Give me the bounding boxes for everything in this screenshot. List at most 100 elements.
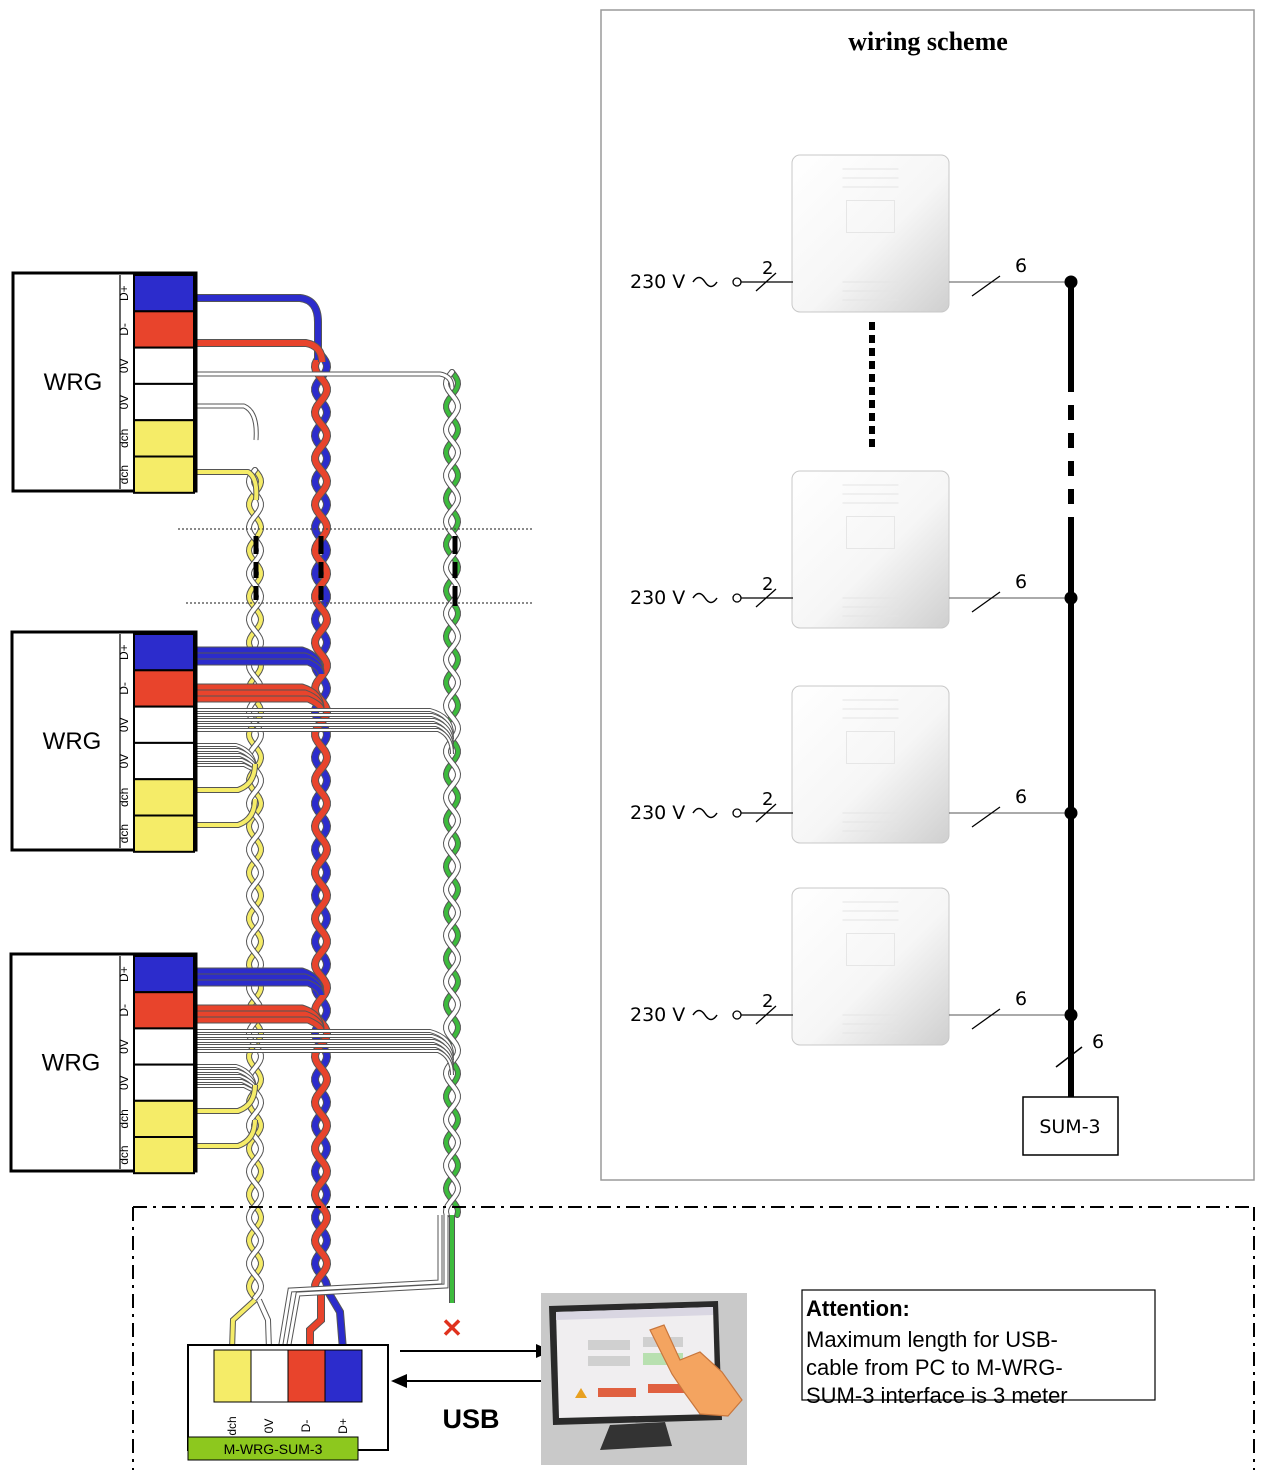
scheme-device: 230 V 2 6 bbox=[630, 470, 1078, 629]
terminal-label-0v: 0V bbox=[117, 1039, 131, 1054]
ellipsis-dot bbox=[869, 348, 875, 356]
ellipsis-dot bbox=[869, 374, 875, 382]
sum3-box bbox=[1022, 1096, 1119, 1156]
wrg-label: WRG bbox=[42, 1050, 101, 1077]
usb-section-border bbox=[132, 1206, 1255, 1470]
terminal-label-0v: 0V bbox=[117, 754, 131, 769]
main-bus bbox=[1055, 282, 1083, 1097]
ac-symbol-icon bbox=[692, 592, 718, 604]
terminal-dch bbox=[133, 1136, 195, 1175]
terminal-label-d-plus: D+ bbox=[117, 966, 131, 982]
supply-label: 230 V bbox=[630, 587, 685, 609]
interface-label: M-WRG-SUM-3 bbox=[224, 1441, 323, 1457]
ellipsis-dot bbox=[869, 335, 875, 343]
ac-symbol-icon bbox=[692, 807, 718, 819]
ellipsis-dot bbox=[869, 400, 875, 408]
wrg-label: WRG bbox=[44, 369, 103, 396]
supply-terminal-icon bbox=[732, 808, 742, 818]
terminal-d-plus bbox=[133, 633, 195, 672]
terminal-label-d-minus: D- bbox=[117, 323, 131, 336]
terminal-label-dch: dch bbox=[117, 824, 131, 843]
terminal-label-0v: 0V bbox=[117, 1075, 131, 1090]
terminal-d-minus bbox=[133, 310, 195, 349]
interface-terminal-d-plus: D+ bbox=[336, 1418, 350, 1434]
terminal-label-dch: dch bbox=[117, 1109, 131, 1128]
terminal-label-d-minus: D- bbox=[117, 682, 131, 695]
supply-label: 230 V bbox=[630, 802, 685, 824]
terminal-dch bbox=[133, 778, 195, 817]
attention-box: Attention: Maximum length for USB- cable… bbox=[801, 1289, 1156, 1408]
x-mark-icon: ✕ bbox=[441, 1313, 463, 1343]
wrg-units: WRGD+D-0V0VdchdchWRGD+D-0V0VdchdchWRGD+D… bbox=[9, 271, 198, 1175]
touchscreen-monitor-icon bbox=[541, 1293, 747, 1465]
attention-heading: Attention: bbox=[806, 1296, 910, 1321]
attention-line-2: cable from PC to M-WRG- bbox=[806, 1355, 1063, 1380]
ac-symbol-icon bbox=[692, 1009, 718, 1021]
usb-label: USB bbox=[442, 1404, 499, 1434]
ellipsis-dot bbox=[869, 426, 875, 434]
bus-tap-count: 6 bbox=[1015, 988, 1027, 1010]
wrg-unit: WRG D+ D- 0V 0V dch dch bbox=[10, 630, 198, 853]
wrg-unit: WRG D+ D- 0V 0V dch dch bbox=[11, 271, 198, 494]
attention-line-3: SUM-3 interface is 3 meter bbox=[806, 1383, 1068, 1408]
supply-wire-count: 2 bbox=[762, 258, 773, 279]
sum3-label: SUM-3 bbox=[1039, 1116, 1100, 1138]
ellipsis-dot bbox=[869, 413, 875, 421]
bus-tap-count: 6 bbox=[1015, 571, 1027, 593]
terminal-taps bbox=[196, 294, 455, 1149]
ellipsis-dot bbox=[869, 361, 875, 369]
terminal-dch bbox=[133, 1099, 195, 1139]
ac-symbol-icon bbox=[692, 276, 718, 288]
terminal-label-dch: dch bbox=[117, 1145, 131, 1164]
terminal-d-plus bbox=[133, 274, 195, 313]
cable-break-section bbox=[178, 528, 532, 606]
supply-wire-count: 2 bbox=[762, 789, 773, 810]
terminal-0v bbox=[133, 741, 195, 781]
wrg-label: WRG bbox=[43, 728, 102, 755]
supply-wire-count: 2 bbox=[762, 991, 773, 1012]
interface-terminal-0v: 0V bbox=[262, 1419, 276, 1434]
wrg-unit: WRG D+ D- 0V 0V dch dch bbox=[9, 952, 198, 1175]
terminal-dch bbox=[133, 455, 195, 494]
terminal-0v bbox=[133, 382, 195, 422]
terminal-label-dch: dch bbox=[117, 465, 131, 484]
supply-terminal-icon bbox=[732, 277, 742, 287]
bus-tap-count: 6 bbox=[1015, 786, 1027, 808]
bus-to-sum-count: 6 bbox=[1092, 1031, 1104, 1053]
scheme-title: wiring scheme bbox=[848, 27, 1008, 56]
interface-terminal-dch: dch bbox=[225, 1416, 239, 1435]
terminal-label-dch: dch bbox=[117, 429, 131, 448]
terminal-0v bbox=[133, 1027, 195, 1066]
terminal-label-d-plus: D+ bbox=[117, 285, 131, 301]
terminal-label-0v: 0V bbox=[117, 358, 131, 373]
supply-terminal-icon bbox=[732, 1010, 742, 1020]
usb-arrows bbox=[391, 1344, 552, 1388]
scheme-device: 230 V 2 6 bbox=[630, 685, 1078, 844]
supply-terminal-icon bbox=[732, 593, 742, 603]
supply-wire-count: 2 bbox=[762, 574, 773, 595]
ellipsis-dot bbox=[869, 322, 875, 330]
terminal-label-d-plus: D+ bbox=[117, 644, 131, 660]
terminal-label-0v: 0V bbox=[117, 717, 131, 732]
terminal-d-plus bbox=[133, 955, 195, 994]
terminal-d-minus bbox=[133, 669, 195, 708]
terminal-0v bbox=[133, 1063, 195, 1102]
supply-label: 230 V bbox=[630, 271, 685, 293]
ellipsis-dot bbox=[869, 439, 875, 447]
twisted-cables bbox=[229, 351, 462, 1351]
supply-label: 230 V bbox=[630, 1004, 685, 1026]
terminal-label-dch: dch bbox=[117, 788, 131, 807]
terminal-label-d-minus: D- bbox=[117, 1004, 131, 1017]
interface-block: dch 0V D- D+ M-WRG-SUM-3 bbox=[187, 1344, 389, 1461]
terminal-0v bbox=[133, 705, 195, 744]
interface-terminal-d-minus: D- bbox=[299, 1420, 313, 1433]
terminal-label-0v: 0V bbox=[117, 395, 131, 410]
terminal-0v bbox=[133, 346, 195, 385]
scheme-device: 230 V 2 6 bbox=[630, 887, 1078, 1046]
ellipsis-dot bbox=[869, 387, 875, 395]
attention-line-1: Maximum length for USB- bbox=[806, 1327, 1058, 1352]
terminal-d-minus bbox=[133, 991, 195, 1030]
